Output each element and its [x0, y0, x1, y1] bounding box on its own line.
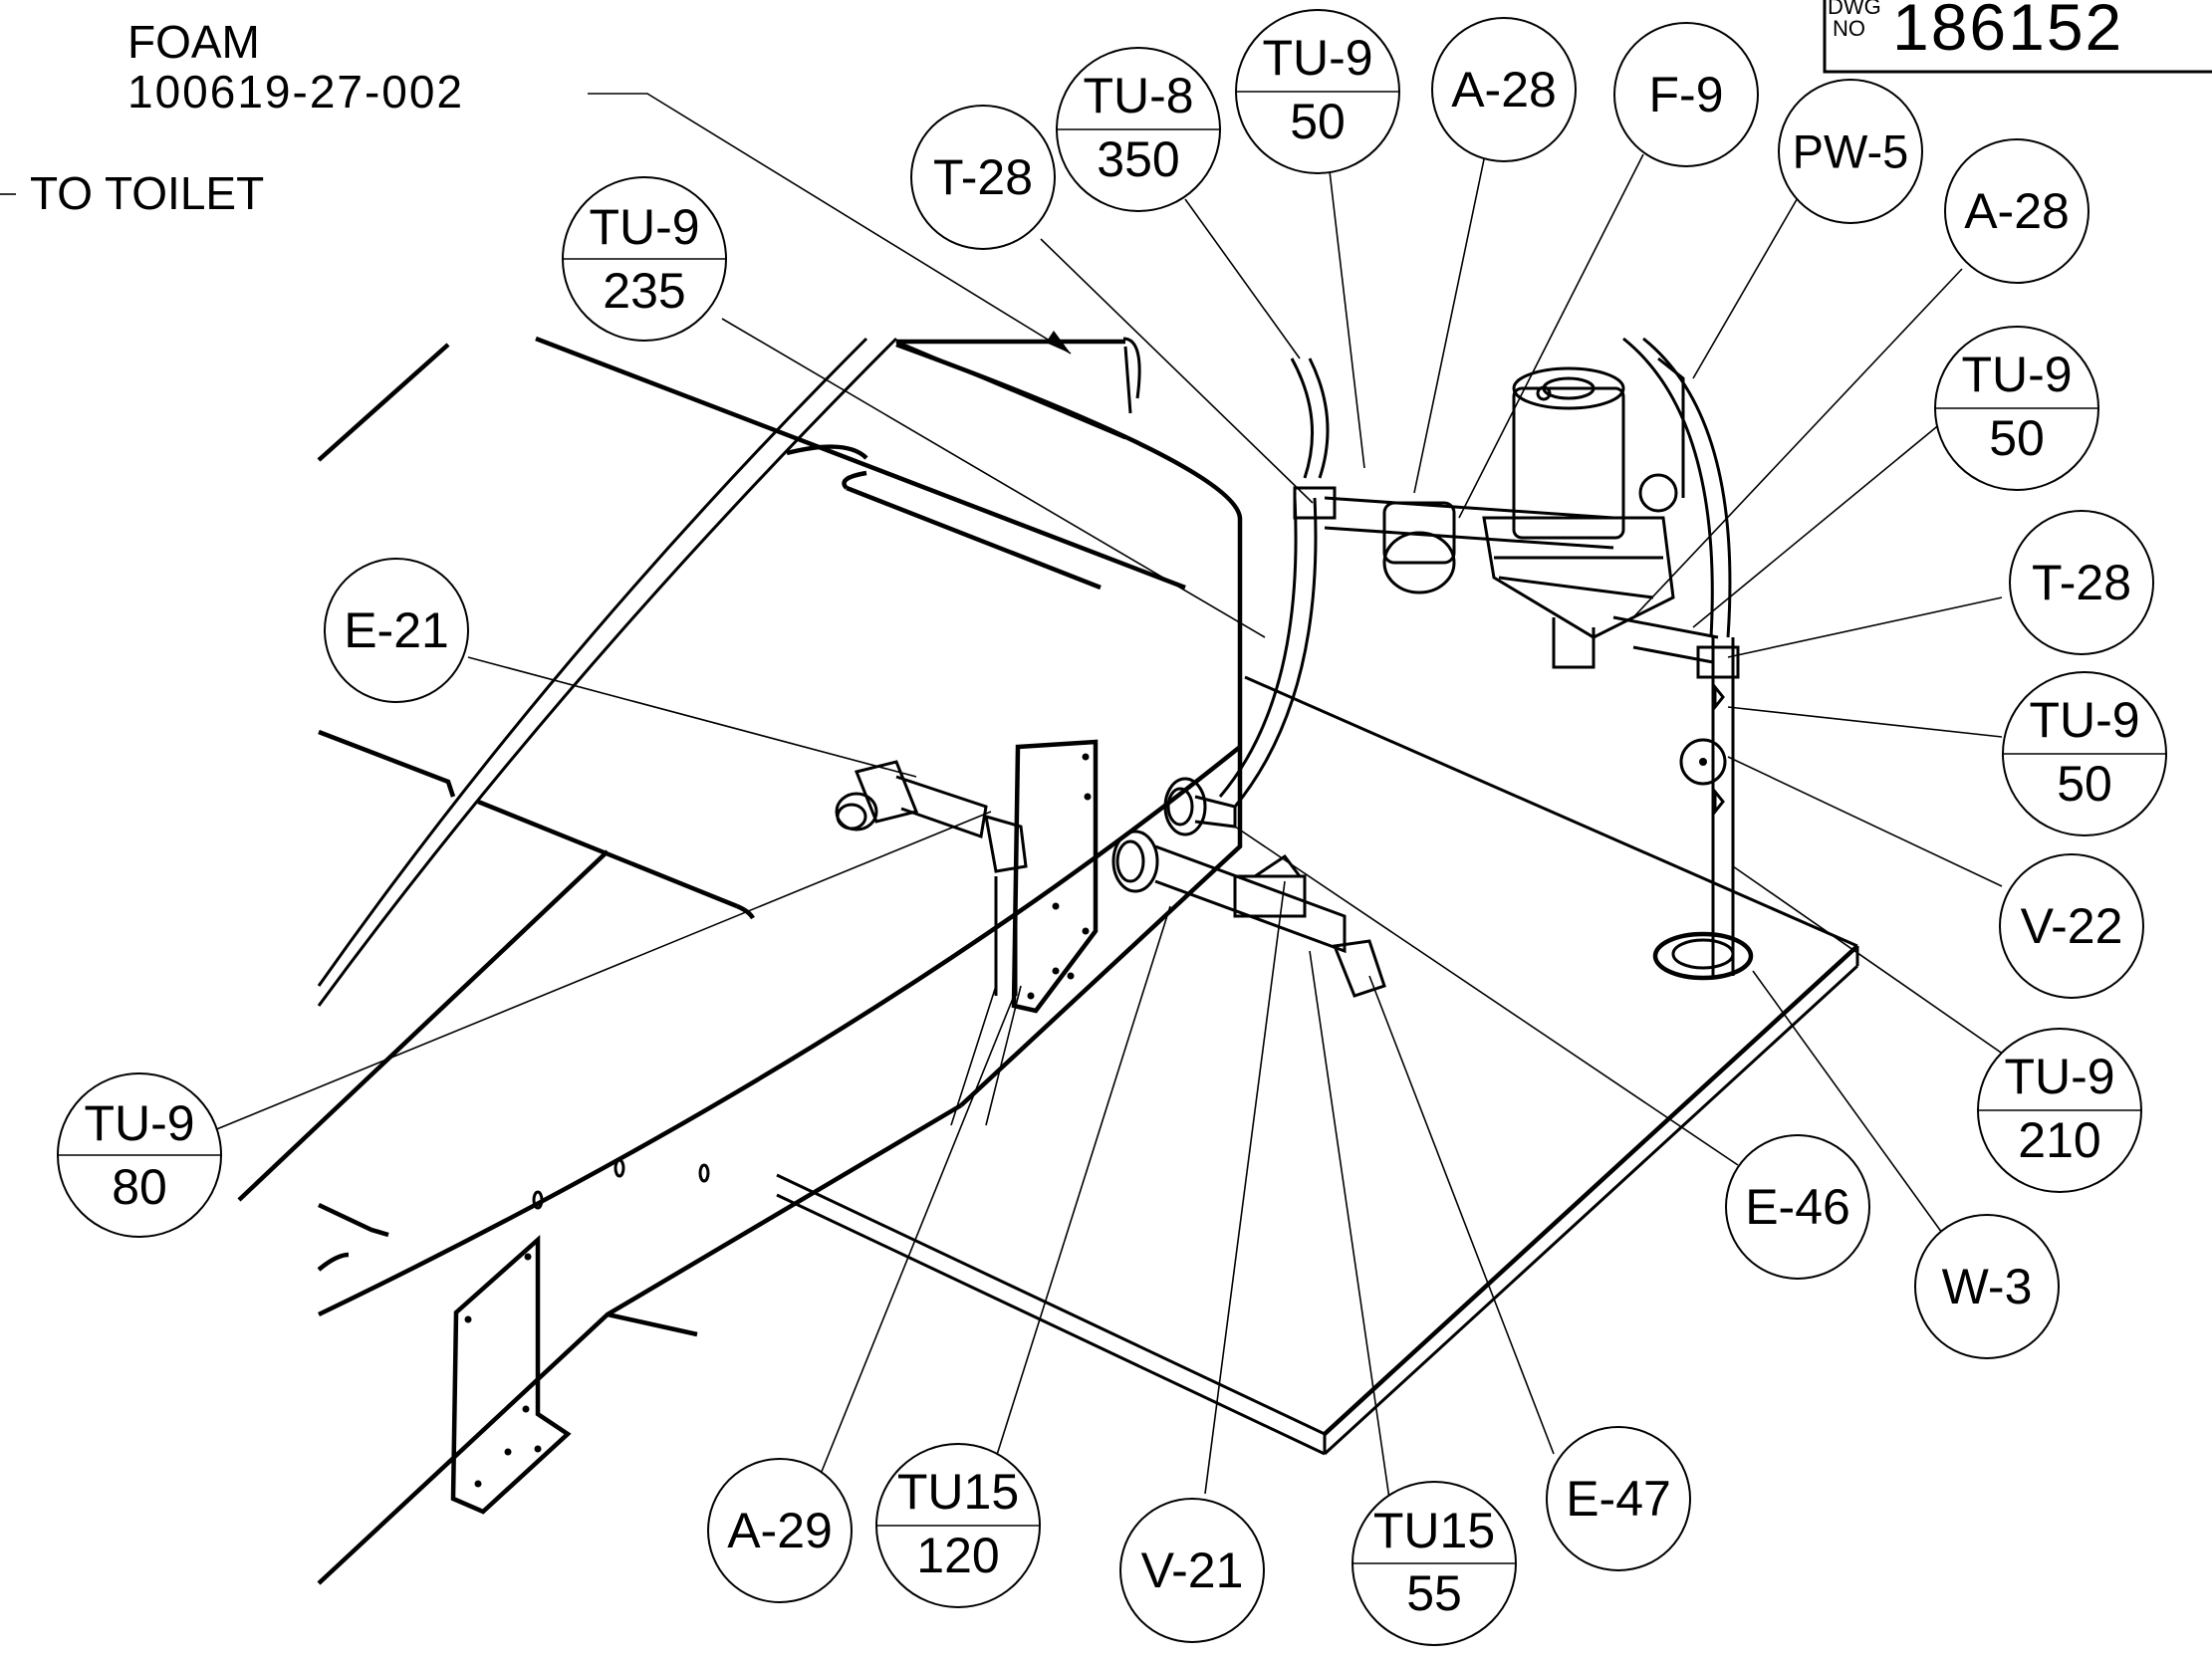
elbow-e21	[835, 760, 988, 839]
balloon-e47-label: E-47	[1566, 1471, 1671, 1527]
balloon-a28-top: A-28	[1431, 17, 1577, 162]
balloon-e46-label: E-46	[1745, 1179, 1850, 1235]
check-valve-v22	[1679, 682, 1727, 817]
pump-assembly	[1482, 356, 1685, 669]
balloon-tu9-80-top: TU-9	[84, 1095, 194, 1151]
balloon-v22-label: V-22	[2021, 898, 2123, 954]
balloon-tu8-350: TU-8 350	[1056, 47, 1221, 212]
elbow-a29	[984, 814, 1028, 873]
balloon-tu9-50-right-top: TU-9	[1961, 347, 2072, 402]
to-toilet-label: TO TOILET	[30, 167, 264, 219]
balloon-a29: A-29	[707, 1458, 853, 1603]
balloon-tu15-120-top: TU15	[897, 1464, 1019, 1520]
balloon-t28-right: T-28	[2009, 510, 2154, 655]
balloon-tu8-350-bottom: 350	[1097, 131, 1179, 187]
balloon-tu9-235-top: TU-9	[589, 199, 699, 255]
balloon-tu9-50-top-bottom: 50	[1290, 94, 1346, 149]
balloon-tu9-50-top: TU-9 50	[1235, 9, 1400, 174]
balloon-v21: V-21	[1119, 1498, 1265, 1643]
balloon-tu15-120-bottom: 120	[916, 1528, 999, 1583]
balloon-tu9-50-lower-bottom: 50	[2057, 756, 2112, 812]
balloon-e47: E-47	[1546, 1426, 1691, 1571]
balloon-e21-label: E-21	[344, 602, 449, 658]
mounting-bracket-lower	[450, 1234, 572, 1515]
balloon-tu15-120: TU15 120	[875, 1443, 1041, 1608]
balloon-v21-label: V-21	[1141, 1543, 1244, 1598]
balloon-w3-label: W-3	[1942, 1259, 2033, 1314]
balloon-tu8-350-top: TU-8	[1083, 68, 1193, 123]
balloon-a28-top-label: A-28	[1451, 62, 1557, 118]
balloon-tu9-50-lower: TU-9 50	[2002, 671, 2167, 836]
tee-t28-right	[1696, 645, 1740, 679]
balloon-tu9-50-top-top: TU-9	[1262, 30, 1372, 86]
balloon-pw5: PW-5	[1778, 79, 1923, 224]
tubing	[317, 337, 1735, 1007]
drawing-number: 186152	[1892, 0, 2123, 64]
tank-hole	[614, 1158, 625, 1178]
elbow-e47	[1332, 939, 1386, 998]
balloon-pw5-label: PW-5	[1793, 125, 1909, 178]
tank-hole	[532, 1190, 544, 1210]
foam-label: FOAM	[127, 16, 260, 68]
filter-f9	[1382, 501, 1456, 594]
balloon-tu9-210-top: TU-9	[2004, 1049, 2114, 1104]
balloon-tu9-50-lower-top: TU-9	[2029, 692, 2139, 748]
dwg-label: DWG	[1828, 0, 1881, 19]
tank-fitting-v21	[1111, 830, 1347, 954]
balloon-e46: E-46	[1725, 1134, 1870, 1280]
balloon-tu9-235-bottom: 235	[603, 263, 685, 319]
balloon-tu15-55-bottom: 55	[1406, 1565, 1462, 1621]
balloon-tu9-235: TU-9 235	[562, 176, 727, 342]
balloon-tu9-50-right: TU-9 50	[1934, 326, 2099, 491]
mounting-bracket-upper	[1011, 739, 1099, 1014]
title-block: DWG NO 186152	[1823, 0, 2212, 74]
balloon-f9-label: F-9	[1649, 67, 1724, 122]
balloon-a29-label: A-29	[727, 1503, 833, 1558]
balloon-tu9-80-bottom: 80	[112, 1159, 167, 1215]
balloon-w3: W-3	[1914, 1214, 2060, 1359]
balloon-tu9-210: TU-9 210	[1977, 1028, 2142, 1193]
balloon-tu15-55: TU15 55	[1352, 1481, 1517, 1646]
deck-washer-w3	[1652, 931, 1754, 981]
balloon-f9: F-9	[1613, 22, 1759, 167]
to-toilet-note: TO TOILET	[0, 167, 264, 219]
balloon-a28-right: A-28	[1944, 138, 2089, 284]
balloon-e21: E-21	[324, 558, 469, 703]
tank-fitting-e46	[1163, 777, 1237, 836]
balloon-v22: V-22	[1999, 853, 2144, 999]
balloon-tu9-50-right-bottom: 50	[1989, 410, 2045, 466]
foam-part-number: 100619-27-002	[127, 66, 464, 118]
balloon-t28-top-label: T-28	[933, 149, 1033, 205]
balloon-tu9-210-bottom: 210	[2018, 1112, 2100, 1168]
tee-t28-top	[1293, 486, 1337, 520]
balloon-tu9-80: TU-9 80	[57, 1072, 222, 1238]
water-tank	[237, 336, 1859, 1585]
balloon-t28-right-label: T-28	[2032, 555, 2131, 610]
foam-note: FOAM 100619-27-002	[127, 16, 1072, 355]
no-label: NO	[1833, 16, 1865, 41]
leader-lines	[213, 153, 2028, 1500]
balloon-tu15-55-top: TU15	[1373, 1503, 1495, 1558]
balloon-t28-top: T-28	[910, 105, 1056, 250]
tank-hole	[698, 1163, 710, 1183]
balloon-a28-right-label: A-28	[1964, 183, 2070, 239]
